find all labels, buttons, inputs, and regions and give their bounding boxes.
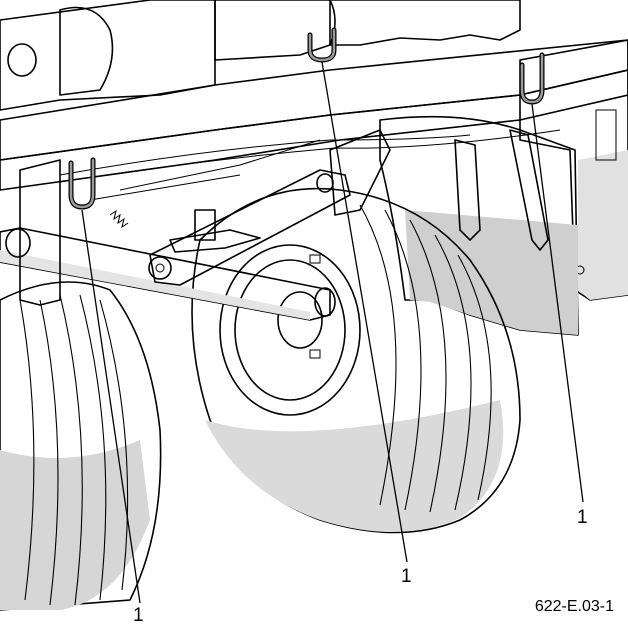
left-u-bracket — [68, 157, 96, 210]
left-tire-shade — [0, 440, 150, 610]
rim-hole-1 — [309, 254, 321, 264]
axle-left-end — [5, 228, 31, 258]
right-panel-slot — [595, 109, 617, 161]
callout-label-center: 1 — [401, 566, 412, 587]
leader-line-left — [81, 209, 141, 604]
strut-bolt — [316, 173, 334, 193]
rim-inner — [234, 259, 346, 401]
right-wheel — [191, 187, 521, 534]
upper-right-block — [329, 0, 521, 46]
swing-arm — [149, 169, 351, 286]
suspension — [19, 129, 391, 306]
upper-left-round-end — [7, 43, 37, 77]
right-tire-shade — [205, 400, 504, 533]
left-tire-outline — [0, 281, 162, 611]
callout-label-left: 1 — [133, 605, 144, 626]
fender-bracket-1 — [454, 139, 481, 241]
axle-beam-shade — [0, 250, 310, 320]
callout-label-right: 1 — [577, 507, 588, 528]
axle — [0, 227, 336, 321]
leaf-spring — [169, 229, 261, 253]
leader-line-right — [531, 103, 584, 503]
right-panel-shade — [578, 150, 628, 300]
figure-id: 622-E.03-1 — [535, 598, 614, 615]
cross-member — [19, 159, 61, 306]
upper-center-drum — [214, 0, 336, 61]
leader-line-center — [321, 61, 408, 563]
strut-right — [329, 129, 391, 216]
right-u-bracket — [519, 52, 545, 105]
leader-lines — [81, 61, 584, 604]
left-spring-coil — [109, 209, 129, 229]
axle-end — [314, 287, 336, 317]
fender-bracket-2 — [509, 129, 549, 251]
upper-left-housing — [0, 0, 216, 111]
cables — [59, 129, 561, 201]
rim-outer — [219, 244, 361, 416]
left-wheel — [0, 281, 162, 611]
fender-shade — [405, 210, 578, 335]
right-side-panel — [519, 39, 628, 301]
swing-arm-eye — [148, 256, 172, 280]
upper-left-cylinder — [59, 6, 114, 96]
rim-hole-2 — [309, 349, 321, 359]
rim-hub — [277, 291, 323, 349]
spring-clamp — [194, 209, 216, 241]
fender — [379, 115, 579, 336]
